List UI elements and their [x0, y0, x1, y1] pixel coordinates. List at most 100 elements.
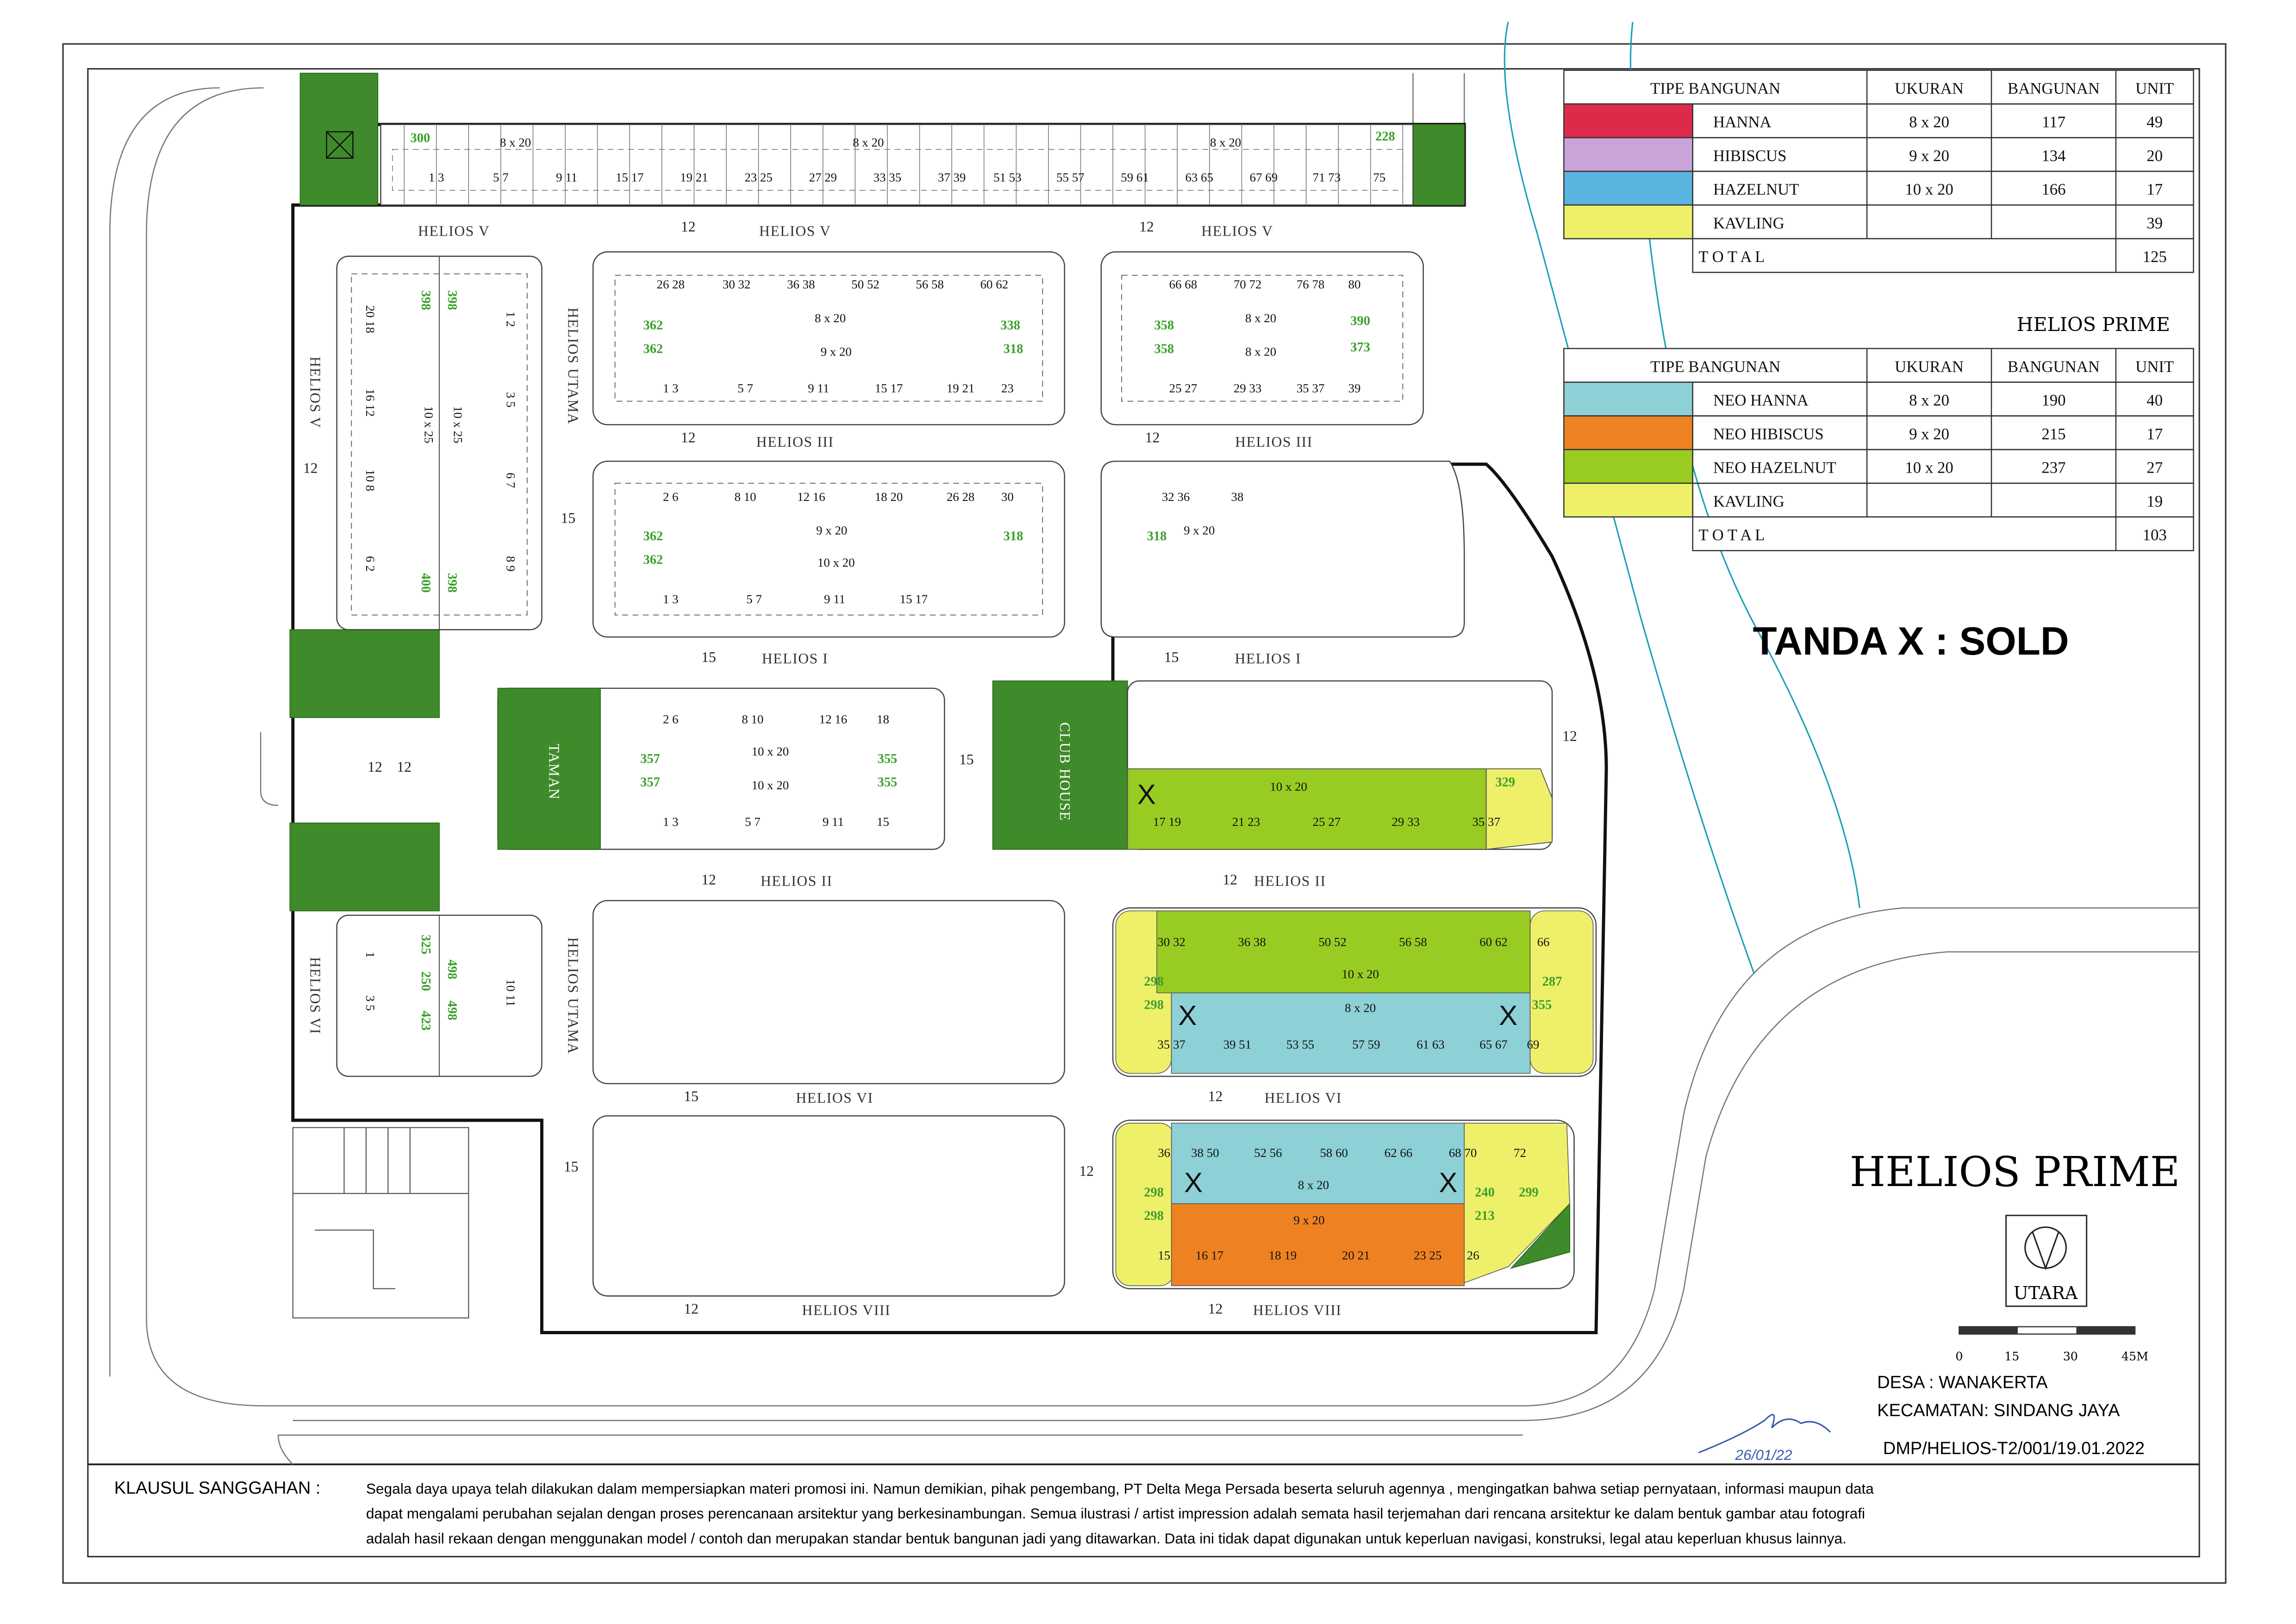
disclaimer-line: dapat mengalami perubahan sejalan dengan… — [366, 1505, 1865, 1522]
lot-number: 26 28 — [947, 490, 974, 504]
lot-number: 35 37 — [1472, 815, 1500, 829]
road-width-label: 12 — [701, 872, 716, 888]
legend-type-name: HANNA — [1713, 113, 1772, 131]
lot-number: 39 51 — [1223, 1037, 1251, 1051]
setback-line — [1121, 275, 1404, 402]
zone-neo-hanna-vi — [1171, 992, 1531, 1074]
road-width-label: 12 — [303, 460, 318, 476]
lot-number: 2 6 — [663, 712, 679, 726]
lot-area: 362 — [643, 529, 663, 543]
park-west-upper — [289, 629, 440, 718]
lot-area: 390 — [1350, 314, 1370, 328]
lot-number: 71 73 — [1313, 170, 1341, 184]
legend-size: 10 x 20 — [1905, 181, 1953, 199]
compass-label: UTARA — [2014, 1283, 2078, 1303]
lot-number: 15 17 — [875, 381, 903, 395]
plot-size: 10 x 20 — [752, 778, 789, 792]
lot-number: 68 70 — [1449, 1146, 1477, 1160]
legend-type-name: KAVLING — [1713, 492, 1784, 510]
street-label: HELIOS VI — [796, 1090, 873, 1106]
lot-number: 15 — [1158, 1248, 1170, 1262]
legend-swatch — [1563, 204, 1693, 239]
legend-unit: 40 — [2146, 391, 2163, 409]
legend-size: 10 x 20 — [1905, 459, 1953, 477]
lot-number: 30 32 — [723, 277, 750, 291]
road-width-label: 15 — [1164, 649, 1179, 665]
lot-number: 65 67 — [1479, 1037, 1507, 1051]
lot-number: 59 61 — [1121, 170, 1148, 184]
lot-number: 5 7 — [493, 170, 509, 184]
block-helios-viii-center — [592, 1115, 1065, 1297]
lot-number: 58 60 — [1320, 1146, 1348, 1160]
street-label: HELIOS II — [761, 873, 833, 889]
lot-number: 10 8 — [363, 469, 377, 491]
legend-caption: HELIOS PRIME — [2017, 313, 2170, 336]
lot-number: 51 53 — [993, 170, 1021, 184]
sold-marker: X — [1184, 1167, 1203, 1198]
lot-number: 57 59 — [1352, 1037, 1380, 1051]
lot-number: 50 52 — [851, 277, 879, 291]
lot-number: 80 — [1348, 277, 1361, 291]
scale-tick: 0 — [1955, 1350, 1963, 1363]
legend-swatch — [1563, 381, 1693, 417]
lot-number: 8 10 — [735, 490, 756, 504]
street-label: HELIOS V — [759, 223, 831, 239]
lot-number: 37 39 — [938, 170, 966, 184]
lot-number: 8 9 — [504, 556, 518, 572]
club-house — [992, 680, 1128, 850]
development-boundary — [291, 123, 1608, 1335]
lot-number: 35 37 — [1297, 381, 1324, 395]
lot-area: 318 — [1147, 529, 1167, 543]
lot-number: 63 65 — [1185, 170, 1213, 184]
plot-size: 9 x 20 — [821, 345, 852, 359]
signature — [1698, 1414, 1831, 1454]
legend-type-name: HIBISCUS — [1713, 147, 1787, 165]
lot-number: 60 62 — [1479, 935, 1507, 949]
zone-kavling-helios-ii — [1485, 768, 1553, 850]
zone-kavling-vi-east — [1529, 910, 1594, 1074]
road-width-label: 15 — [564, 1159, 579, 1175]
legend-unit: 49 — [2146, 113, 2163, 131]
lot-number: 56 58 — [1399, 935, 1427, 949]
utility-box-cross — [326, 131, 354, 159]
scale-tick: 45M — [2121, 1350, 2148, 1363]
lot-area: 362 — [643, 342, 663, 356]
kecamatan-label: KECAMATAN: SINDANG JAYA — [1877, 1401, 2120, 1420]
table-header-row — [1563, 69, 2194, 105]
table-header-row — [1563, 348, 2194, 383]
total-label: T O T A L — [1698, 248, 1765, 266]
lot-area: 355 — [878, 752, 898, 766]
lot-number: 27 29 — [809, 170, 837, 184]
legend-type-name: NEO HANNA — [1713, 391, 1809, 409]
lot-number: 66 68 — [1169, 277, 1197, 291]
street-label: HELIOS VI — [1265, 1090, 1342, 1106]
legend-unit: 27 — [2146, 459, 2163, 477]
plot-size: 8 x 20 — [1345, 1001, 1376, 1015]
road-width-label: 12 — [1223, 872, 1237, 888]
plot-size: 8 x 20 — [1298, 1178, 1329, 1192]
lot-number: 29 33 — [1234, 381, 1261, 395]
plot-size: 9 x 20 — [1293, 1213, 1324, 1227]
legend-unit: 39 — [2146, 214, 2163, 232]
plot-size: 10 x 20 — [817, 556, 855, 569]
compass-box — [2005, 1214, 2088, 1307]
lot-number: 5 7 — [737, 381, 753, 395]
plot-size: 8 x 20 — [1210, 135, 1241, 149]
lot-area: 498 — [445, 1000, 459, 1020]
plot-size: 10 x 20 — [1341, 967, 1379, 981]
table-header: UNIT — [2135, 357, 2174, 375]
lot-number: 23 25 — [744, 170, 772, 184]
plot-size: 10 x 25 — [451, 406, 465, 443]
table-header: BANGUNAN — [2008, 357, 2100, 375]
project-title: HELIOS PRIME — [1850, 1148, 2180, 1196]
road-width-label: 15 — [701, 649, 716, 665]
lot-number: 36 — [1158, 1146, 1170, 1160]
inner-frame — [87, 68, 2200, 1558]
legend-building: 166 — [2041, 181, 2065, 199]
plot-size: 9 x 20 — [1184, 524, 1215, 537]
road-width-label: 12 — [397, 759, 412, 775]
legend-size: 9 x 20 — [1909, 425, 1949, 443]
lot-area: 355 — [878, 775, 898, 790]
lot-number: 1 3 — [663, 592, 679, 606]
